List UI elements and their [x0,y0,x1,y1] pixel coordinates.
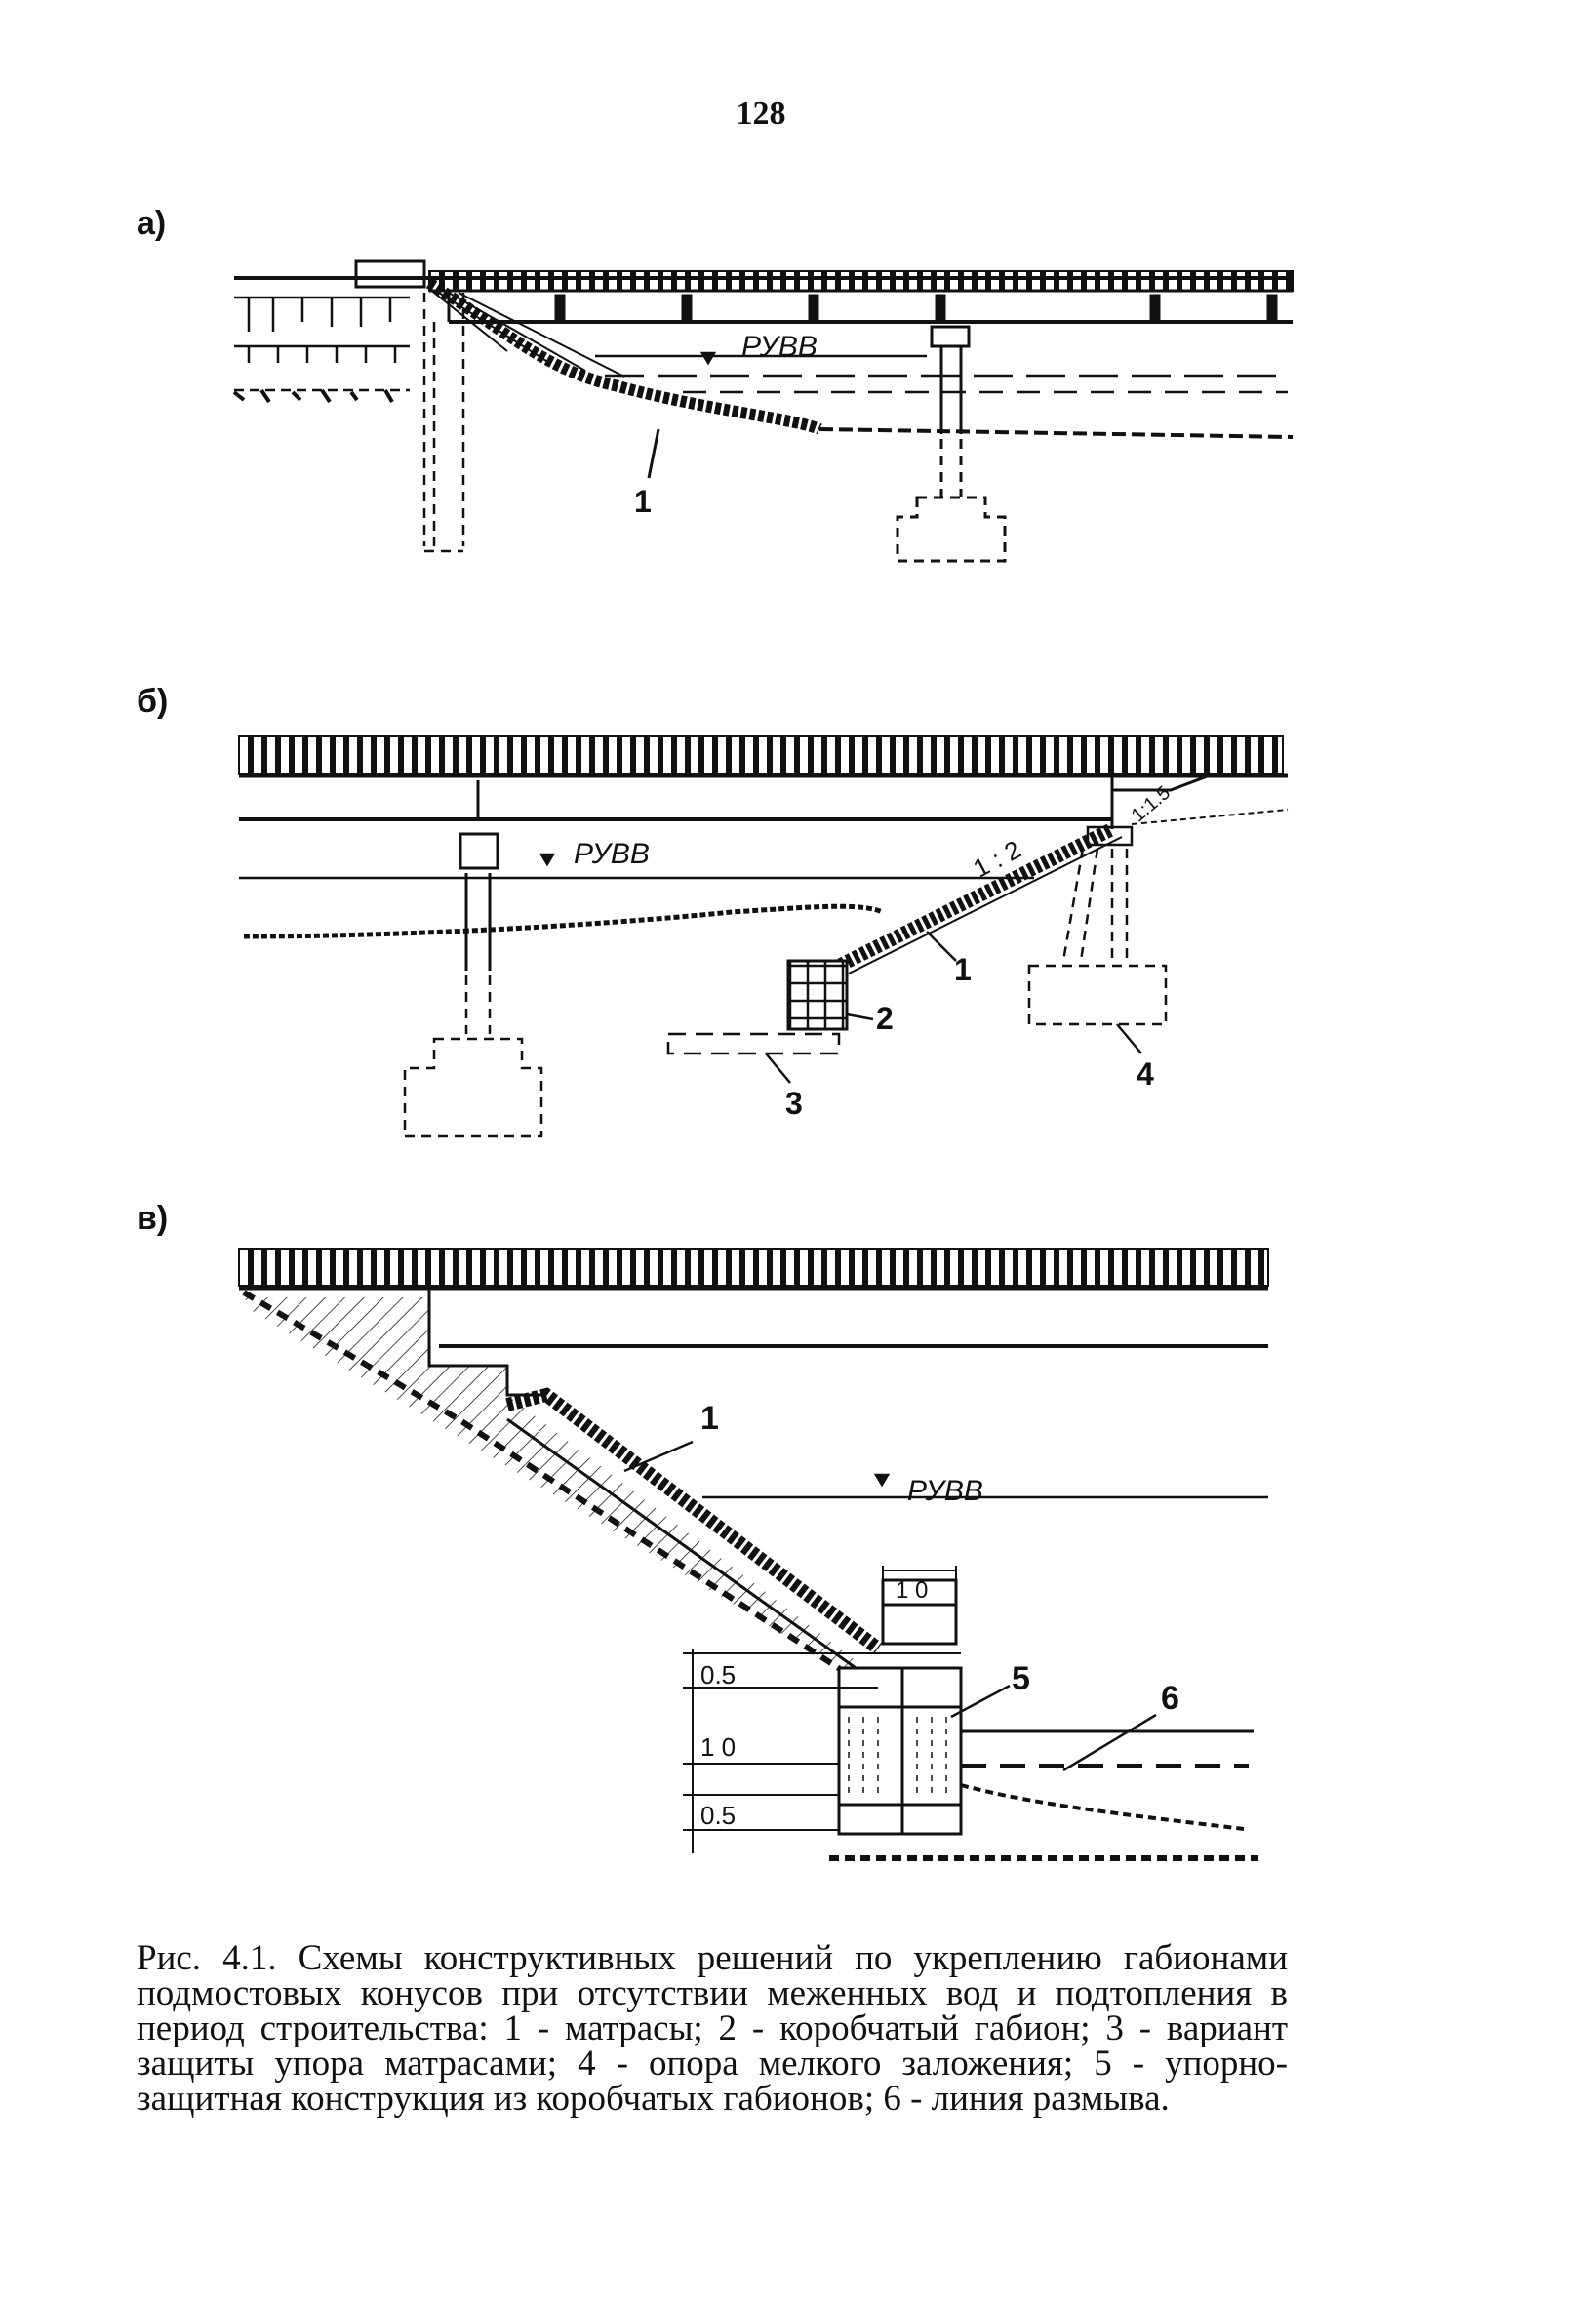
figure-b-box-gabion [786,959,849,1031]
figure-c-leader-6 [1062,1713,1157,1772]
figure-b-callout-3: 3 [785,1086,803,1121]
figure-b-callout-1: 1 [954,952,972,987]
figure-c-dim-05-top: 0.5 [700,1660,736,1689]
figure-c-dim-05-bottom: 0.5 [700,1801,736,1830]
figure-c-drawing [238,1248,1269,1861]
figure-a-left-abutment [422,293,465,553]
figure-c-ruvv-label: РУВВ [907,1475,983,1507]
figure-c-dim-10: 1 0 [700,1732,736,1762]
figure-b-water [239,853,1034,939]
figure-a-leader-1 [647,428,660,479]
figure-a-callout-1: 1 [634,484,652,519]
figure-b-right-abutment [1027,825,1168,1026]
figure-b-slope [666,822,1123,1055]
figure-b-bridge-deck [238,735,1289,829]
figure-c-riverbed [829,1729,1258,1861]
figure-a-drawing [232,259,1294,563]
figure-c-mattress-slope [505,1387,883,1672]
figure-c-leader-1 [623,1440,694,1473]
figure-c-callout-6: 6 [1161,1680,1179,1717]
figure-c-callout-5: 5 [1012,1660,1030,1697]
figure-b-leader-4 [1116,1023,1142,1054]
figure-a-mattress-slope [425,277,822,435]
figure-b-callout-4: 4 [1137,1056,1154,1092]
figure-c-gabion-structure [837,1566,963,1836]
figure-a-water [595,351,1294,439]
figure-c-callout-1: 1 [700,1400,719,1437]
page-number: 128 [736,96,786,132]
figure-b-leader-2 [846,1013,874,1021]
figure-a-left-embankment [232,296,410,404]
figure-b-pier [403,832,543,1138]
figure-a-bridge-deck [234,259,1294,324]
figure-b-callout-2: 2 [876,1001,894,1036]
figure-c-label: в) [137,1200,169,1237]
figure-c-embankment [242,1290,878,1692]
figure-b-label: б) [137,683,169,720]
figure-c-bridge-deck [238,1248,1269,1397]
figure-b-drawing [238,735,1289,1138]
figure-b-ruvv-label: РУВВ [574,838,650,870]
figure-b-leader-1 [926,931,957,962]
figure-a-pier [896,325,1007,563]
figure-c-leader-5 [950,1684,1011,1719]
figure-c-dim-top: 1 0 [896,1577,928,1604]
figure-c-dimensions [683,1649,961,1853]
figure-a-ruvv-label: РУВВ [741,331,818,363]
figure-c-water [702,1473,1268,1499]
figure-a-label: а) [137,205,167,242]
figure-b-leader-3 [765,1053,791,1084]
figure-caption: Рис. 4.1. Схемы конструктивных решений п… [137,1938,1288,2119]
